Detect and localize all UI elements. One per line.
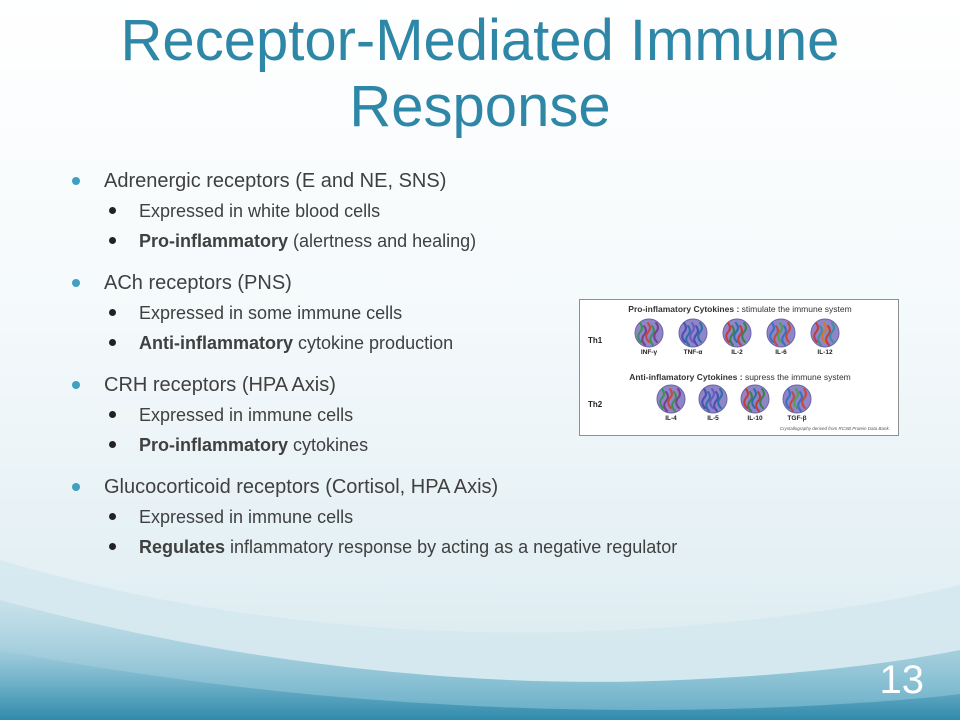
cytokine-label: IL-6 [775, 349, 787, 356]
protein-structure-icon [766, 318, 796, 348]
cytokine-anti-3: TGF-β [780, 384, 814, 422]
sub-bullet-text: (alertness and healing) [288, 231, 477, 251]
figure-credit: Crystallography derived from RCSB Protei… [779, 426, 890, 431]
protein-structure-icon [740, 384, 770, 414]
sub-bullet-dot-icon [109, 207, 116, 214]
bullet-crh: CRH receptors (HPA Axis) Expressed in im… [68, 370, 908, 460]
cytokine-label: TGF-β [787, 415, 807, 422]
anti-cytokines-heading: Anti-inflamatory Cytokines : supress the… [629, 372, 851, 382]
sub-bullet-text: cytokine production [293, 333, 454, 353]
sub-bullet-dot-icon [109, 309, 116, 316]
protein-structure-icon [782, 384, 812, 414]
protein-structure-icon [810, 318, 840, 348]
cytokine-label: IL-10 [747, 415, 763, 422]
bullet-ach: ACh receptors (PNS) Expressed in some im… [68, 268, 908, 358]
cytokine-pro-1: TNF-α [676, 318, 710, 356]
cytokine-pro-0: INF-γ [632, 318, 666, 356]
cytokines-figure: Pro-inflamatory Cytokines : stimulate th… [579, 299, 899, 436]
cytokine-pro-4: IL-12 [808, 318, 842, 356]
protein-structure-icon [678, 318, 708, 348]
sub-bullet-text: Expressed in some immune cells [139, 303, 403, 323]
bullet-dot-icon [72, 381, 80, 389]
pro-cytokines-heading: Pro-inflamatory Cytokines : stimulate th… [628, 304, 852, 314]
bullet-text: CRH receptors (HPA Axis) [104, 374, 336, 396]
sub-bullet-dot-icon [109, 441, 116, 448]
protein-structure-icon [634, 318, 664, 348]
sub-bullet-dot-icon [109, 513, 116, 520]
bullet-list: Adrenergic receptors (E and NE, SNS) Exp… [68, 166, 908, 574]
bullet-glucocorticoid: Glucocorticoid receptors (Cortisol, HPA … [68, 472, 908, 562]
cytokine-pro-3: IL-6 [764, 318, 798, 356]
cytokine-anti-1: IL-5 [696, 384, 730, 422]
sub-bullet-dot-icon [109, 237, 116, 244]
bullet-adrenergic: Adrenergic receptors (E and NE, SNS) Exp… [68, 166, 908, 256]
sub-bullet-bold: Pro-inflammatory [139, 231, 289, 251]
sub-bullet-text: Expressed in white blood cells [139, 201, 381, 221]
bullet-text: ACh receptors (PNS) [104, 272, 292, 294]
bullet-dot-icon [72, 483, 80, 491]
protein-structure-icon [656, 384, 686, 414]
bullet-dot-icon [72, 177, 80, 185]
cytokine-label: INF-γ [640, 349, 658, 356]
cytokine-label: IL-4 [665, 415, 677, 422]
cytokine-label: IL-12 [817, 349, 833, 356]
cytokine-label: IL-2 [731, 349, 743, 356]
protein-structure-icon [722, 318, 752, 348]
sub-bullet-text: Expressed in immune cells [139, 507, 354, 527]
cytokine-pro-2: IL-2 [720, 318, 754, 356]
sub-bullet-bold: Anti-inflammatory [139, 333, 294, 353]
cytokine-anti-2: IL-10 [738, 384, 772, 422]
sub-bullet-dot-icon [109, 543, 116, 550]
cytokine-anti-0: IL-4 [654, 384, 688, 422]
sub-bullet-dot-icon [109, 339, 116, 346]
bullet-dot-icon [72, 279, 80, 287]
bullet-text: Glucocorticoid receptors (Cortisol, HPA … [104, 476, 499, 498]
protein-structure-icon [698, 384, 728, 414]
sub-bullet-bold: Regulates [139, 537, 226, 557]
sub-bullet-dot-icon [109, 411, 116, 418]
row-label-th2: Th2 [588, 400, 603, 409]
sub-bullet-text: cytokines [288, 435, 369, 455]
row-label-th1: Th1 [588, 336, 603, 345]
cytokine-label: TNF-α [683, 349, 703, 356]
sub-bullet-text: inflammatory response by acting as a neg… [225, 537, 678, 557]
cytokine-label: IL-5 [707, 415, 719, 422]
sub-bullet-text: Expressed in immune cells [139, 405, 354, 425]
slide-title: Receptor-Mediated Immune Response [120, 8, 840, 139]
sub-bullet-bold: Pro-inflammatory [139, 435, 289, 455]
bullet-text: Adrenergic receptors (E and NE, SNS) [104, 170, 447, 192]
page-number: 13 [879, 658, 925, 702]
